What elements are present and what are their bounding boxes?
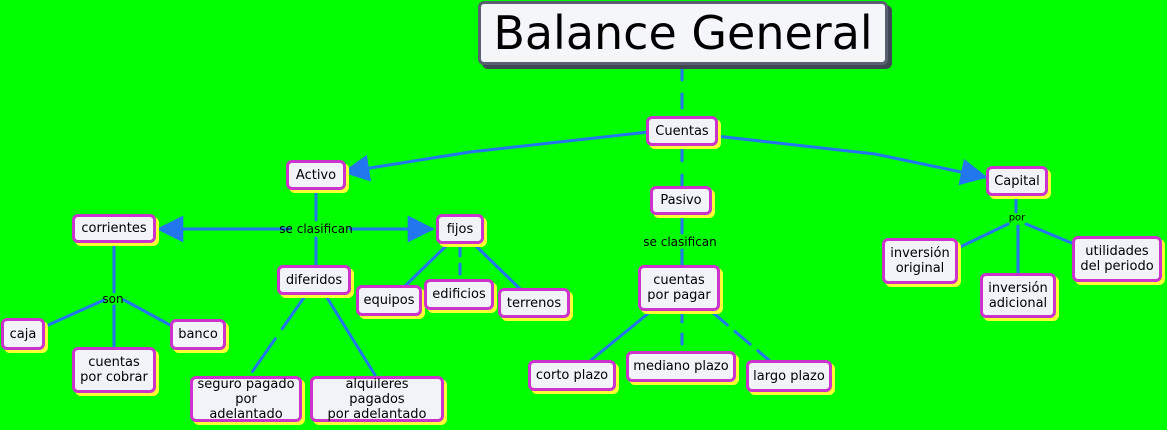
link-pagar-largo — [710, 310, 772, 363]
link-son-banco — [122, 298, 172, 327]
link-diferidos-seguro — [248, 294, 307, 377]
link-diferidos-alquileres — [324, 294, 377, 377]
label-por: por — [1008, 212, 1026, 224]
node-corrientes[interactable]: corrientes — [72, 214, 156, 243]
node-fijos[interactable]: fijos — [436, 214, 484, 244]
node-alquileres-pagados-text: alquileres pagados por adelantado — [327, 376, 427, 422]
node-capital[interactable]: Capital — [986, 166, 1048, 196]
node-edificios[interactable]: edificios — [424, 279, 494, 310]
node-inversion-original-text: inversión original — [890, 246, 950, 276]
node-inversion-adicional[interactable]: inversión adicional — [980, 273, 1056, 318]
node-seguro-pagado-text: seguro pagado por adelantado — [197, 376, 295, 422]
node-diferidos[interactable]: diferidos — [277, 265, 351, 295]
node-caja[interactable]: caja — [1, 318, 45, 350]
node-cuentas-por-pagar-text: cuentas por pagar — [647, 273, 711, 303]
link-son-caja — [44, 298, 106, 328]
link-cuentas-capital — [714, 134, 988, 186]
node-alquileres-pagados[interactable]: alquileres pagados por adelantado — [310, 376, 444, 422]
node-cuentas-por-pagar[interactable]: cuentas por pagar — [638, 265, 720, 311]
node-utilidades-del-periodo-text: utilidades del periodo — [1080, 244, 1154, 274]
diagram-title[interactable]: Balance General — [478, 1, 888, 65]
node-cuentas-por-cobrar[interactable]: cuentas por cobrar — [72, 347, 156, 393]
node-pasivo[interactable]: Pasivo — [650, 186, 712, 215]
link-cuentas-activo — [342, 130, 650, 182]
node-mediano-plazo[interactable]: mediano plazo — [626, 351, 736, 382]
node-inversion-adicional-text: inversión adicional — [988, 280, 1048, 311]
link-fijos-terrenos — [474, 244, 522, 291]
label-activo-se-clasifican: se clasifican — [279, 222, 353, 236]
label-pasivo-se-clasifican: se clasifican — [643, 235, 717, 249]
node-cuentas[interactable]: Cuentas — [646, 116, 718, 146]
link-por-original — [956, 222, 1010, 250]
node-terrenos[interactable]: terrenos — [498, 288, 570, 318]
node-seguro-pagado[interactable]: seguro pagado por adelantado — [190, 376, 302, 422]
link-por-utilidades — [1024, 222, 1076, 246]
node-equipos[interactable]: equipos — [356, 285, 422, 316]
node-activo[interactable]: Activo — [286, 160, 346, 190]
node-largo-plazo[interactable]: largo plazo — [746, 360, 832, 392]
label-son: son — [102, 292, 124, 306]
node-banco[interactable]: banco — [170, 319, 226, 350]
node-inversion-original[interactable]: inversión original — [882, 238, 958, 284]
node-cuentas-por-cobrar-text: cuentas por cobrar — [80, 355, 148, 385]
node-corto-plazo[interactable]: corto plazo — [528, 360, 616, 391]
node-utilidades-del-periodo[interactable]: utilidades del periodo — [1072, 236, 1162, 282]
link-fijos-equipos — [402, 244, 448, 289]
link-pagar-corto — [588, 310, 652, 363]
